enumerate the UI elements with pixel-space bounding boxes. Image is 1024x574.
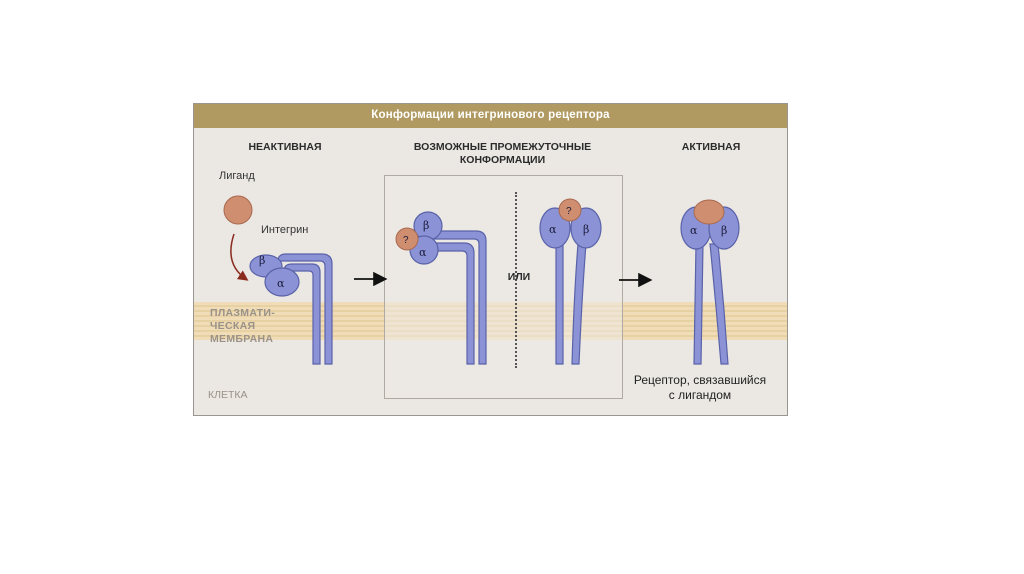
integrin-figure: Конформации интегринового рецептора НЕАК… (193, 103, 788, 416)
intermediate-2-question: ? (566, 206, 572, 217)
diagram-drawing: β α ? β α ? α β (194, 104, 787, 415)
intermediate-2-alpha: α (549, 223, 557, 236)
intermediate-1-alpha: α (419, 246, 427, 259)
intermediate-1-question: ? (403, 235, 409, 246)
ligand-sphere (224, 196, 252, 224)
inactive-beta: β (259, 254, 265, 267)
integrin-inactive (250, 254, 332, 364)
active-alpha: α (690, 224, 698, 237)
active-bound-ligand (694, 200, 724, 224)
active-beta: β (721, 224, 727, 237)
intermediate-2-beta: β (583, 223, 589, 236)
ligand-arrow (231, 234, 246, 279)
inactive-alpha: α (277, 277, 285, 290)
integrin-intermediate-1 (410, 212, 486, 364)
intermediate-1-beta: β (423, 219, 429, 232)
